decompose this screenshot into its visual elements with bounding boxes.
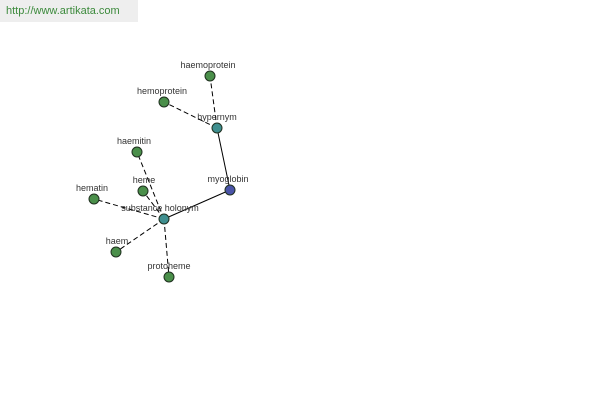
site-url-link[interactable]: http://www.artikata.com — [6, 5, 120, 17]
node-heme-label: heme — [133, 175, 156, 185]
node-heme[interactable]: heme — [133, 175, 156, 197]
edge-holonym-protoheme — [163, 218, 170, 278]
node-hypernym[interactable]: hypernym — [197, 112, 237, 134]
node-haemitin[interactable]: haemitin — [117, 136, 151, 158]
url-bar: http://www.artikata.com — [0, 0, 138, 22]
edge-holonym-haem — [115, 218, 165, 253]
edge-holonym-hematin — [93, 198, 165, 220]
node-hypernym-label: hypernym — [197, 112, 237, 122]
edge-hypernym-hemoprotein — [163, 101, 218, 129]
node-haemitin-label: haemitin — [117, 136, 151, 146]
node-substance-holonym-label: substance holonym — [121, 203, 199, 213]
edge-hypernym-haemoprotein — [209, 75, 218, 129]
node-hypernym-dot[interactable] — [211, 122, 223, 134]
node-haemoprotein-dot[interactable] — [204, 70, 216, 82]
edge-myoglobin-hypernym — [216, 127, 231, 191]
node-haemoprotein[interactable]: haemoprotein — [180, 60, 236, 82]
node-myoglobin-dot[interactable] — [224, 184, 236, 196]
node-protoheme[interactable]: protoheme — [147, 261, 191, 283]
node-protoheme-dot[interactable] — [163, 271, 175, 283]
node-hemoprotein[interactable]: hemoprotein — [137, 86, 187, 108]
node-haem[interactable]: haem — [106, 236, 129, 258]
node-haem-dot[interactable] — [110, 246, 122, 258]
node-hematin-dot[interactable] — [88, 193, 100, 205]
edges — [93, 75, 231, 278]
node-heme-dot[interactable] — [137, 185, 149, 197]
node-protoheme-label: protoheme — [147, 261, 190, 271]
edge-holonym-heme — [142, 190, 165, 220]
node-hematin-label: hematin — [76, 183, 108, 193]
node-hemoprotein-label: hemoprotein — [137, 86, 187, 96]
node-myoglobin-label: myoglobin — [207, 174, 248, 184]
node-substance-holonym[interactable]: substance holonym — [121, 203, 199, 225]
edge-holonym-haemitin — [136, 151, 165, 220]
node-haemitin-dot[interactable] — [131, 146, 143, 158]
node-haem-label: haem — [106, 236, 129, 246]
node-haemoprotein-label: haemoprotein — [180, 60, 235, 70]
node-myoglobin[interactable]: myoglobin — [207, 174, 249, 196]
node-substance-holonym-dot[interactable] — [158, 213, 170, 225]
node-hematin[interactable]: hematin — [76, 183, 108, 205]
node-hemoprotein-dot[interactable] — [158, 96, 170, 108]
edge-myoglobin-substance-holonym — [163, 189, 231, 220]
